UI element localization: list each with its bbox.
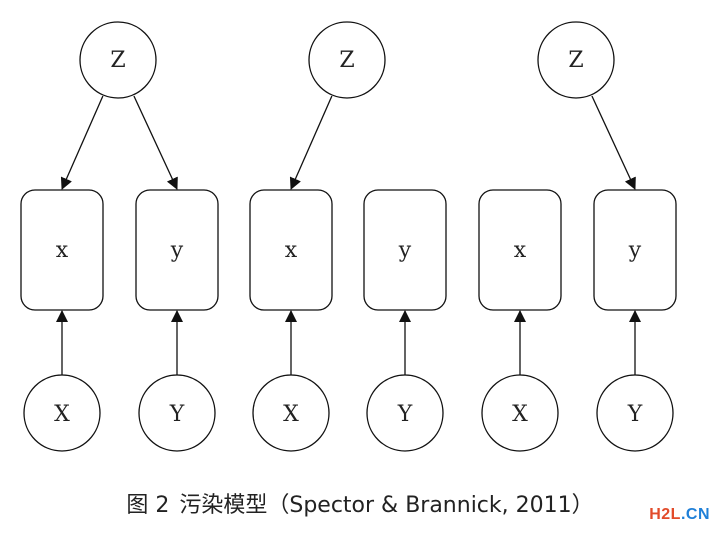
latent-node-label: Y xyxy=(397,402,413,427)
variable-box-label: y xyxy=(628,238,642,263)
variable-box-label: x xyxy=(514,238,527,263)
latent-node-X: X xyxy=(23,374,101,452)
site-watermark: H2L.CN xyxy=(649,506,710,524)
z-node: Z xyxy=(79,21,157,99)
latent-node-label: Y xyxy=(627,402,643,427)
z-node-label: Z xyxy=(110,48,125,73)
latent-node-label: X xyxy=(512,402,528,427)
edges-layer xyxy=(56,95,641,375)
variable-box-x: x xyxy=(20,189,104,311)
latent-node-Y: Y xyxy=(596,374,674,452)
edge-z-to-y xyxy=(591,95,636,190)
watermark-part1: H2L xyxy=(649,506,681,523)
diagram-canvas: Zx yX Y Zx yX Y Zx yX Y xyxy=(20,21,677,452)
latent-node-Y: Y xyxy=(138,374,216,452)
latent-node-label: X xyxy=(54,402,70,427)
variable-box-label: x xyxy=(285,238,298,263)
edge-z-to-y xyxy=(133,95,178,190)
latent-node-label: Y xyxy=(169,402,185,427)
variable-box-label: y xyxy=(170,238,184,263)
latent-node-X: X xyxy=(252,374,330,452)
z-node: Z xyxy=(308,21,386,99)
figure-caption-text: 污染模型（Spector & Brannick, 2011） xyxy=(179,493,594,518)
watermark-part2: .CN xyxy=(680,506,710,523)
z-node-label: Z xyxy=(339,48,354,73)
figure-caption: 图 2 污染模型（Spector & Brannick, 2011） xyxy=(0,487,720,519)
variable-box-x: x xyxy=(478,189,562,311)
variable-box-label: y xyxy=(398,238,412,263)
variable-box-y: y xyxy=(593,189,677,311)
latent-node-label: X xyxy=(283,402,299,427)
variable-box-y: y xyxy=(135,189,219,311)
variable-box-y: y xyxy=(363,189,447,311)
latent-node-Y: Y xyxy=(366,374,444,452)
z-node-label: Z xyxy=(568,48,583,73)
latent-node-X: X xyxy=(481,374,559,452)
nodes-layer: Zx yX Y Zx yX Y Zx yX Y xyxy=(20,21,677,452)
figure-number: 图 2 xyxy=(126,493,170,518)
variable-box-x: x xyxy=(249,189,333,311)
z-node: Z xyxy=(537,21,615,99)
variable-box-label: x xyxy=(56,238,69,263)
edge-z-to-x xyxy=(60,95,104,190)
edge-z-to-x xyxy=(289,95,333,190)
